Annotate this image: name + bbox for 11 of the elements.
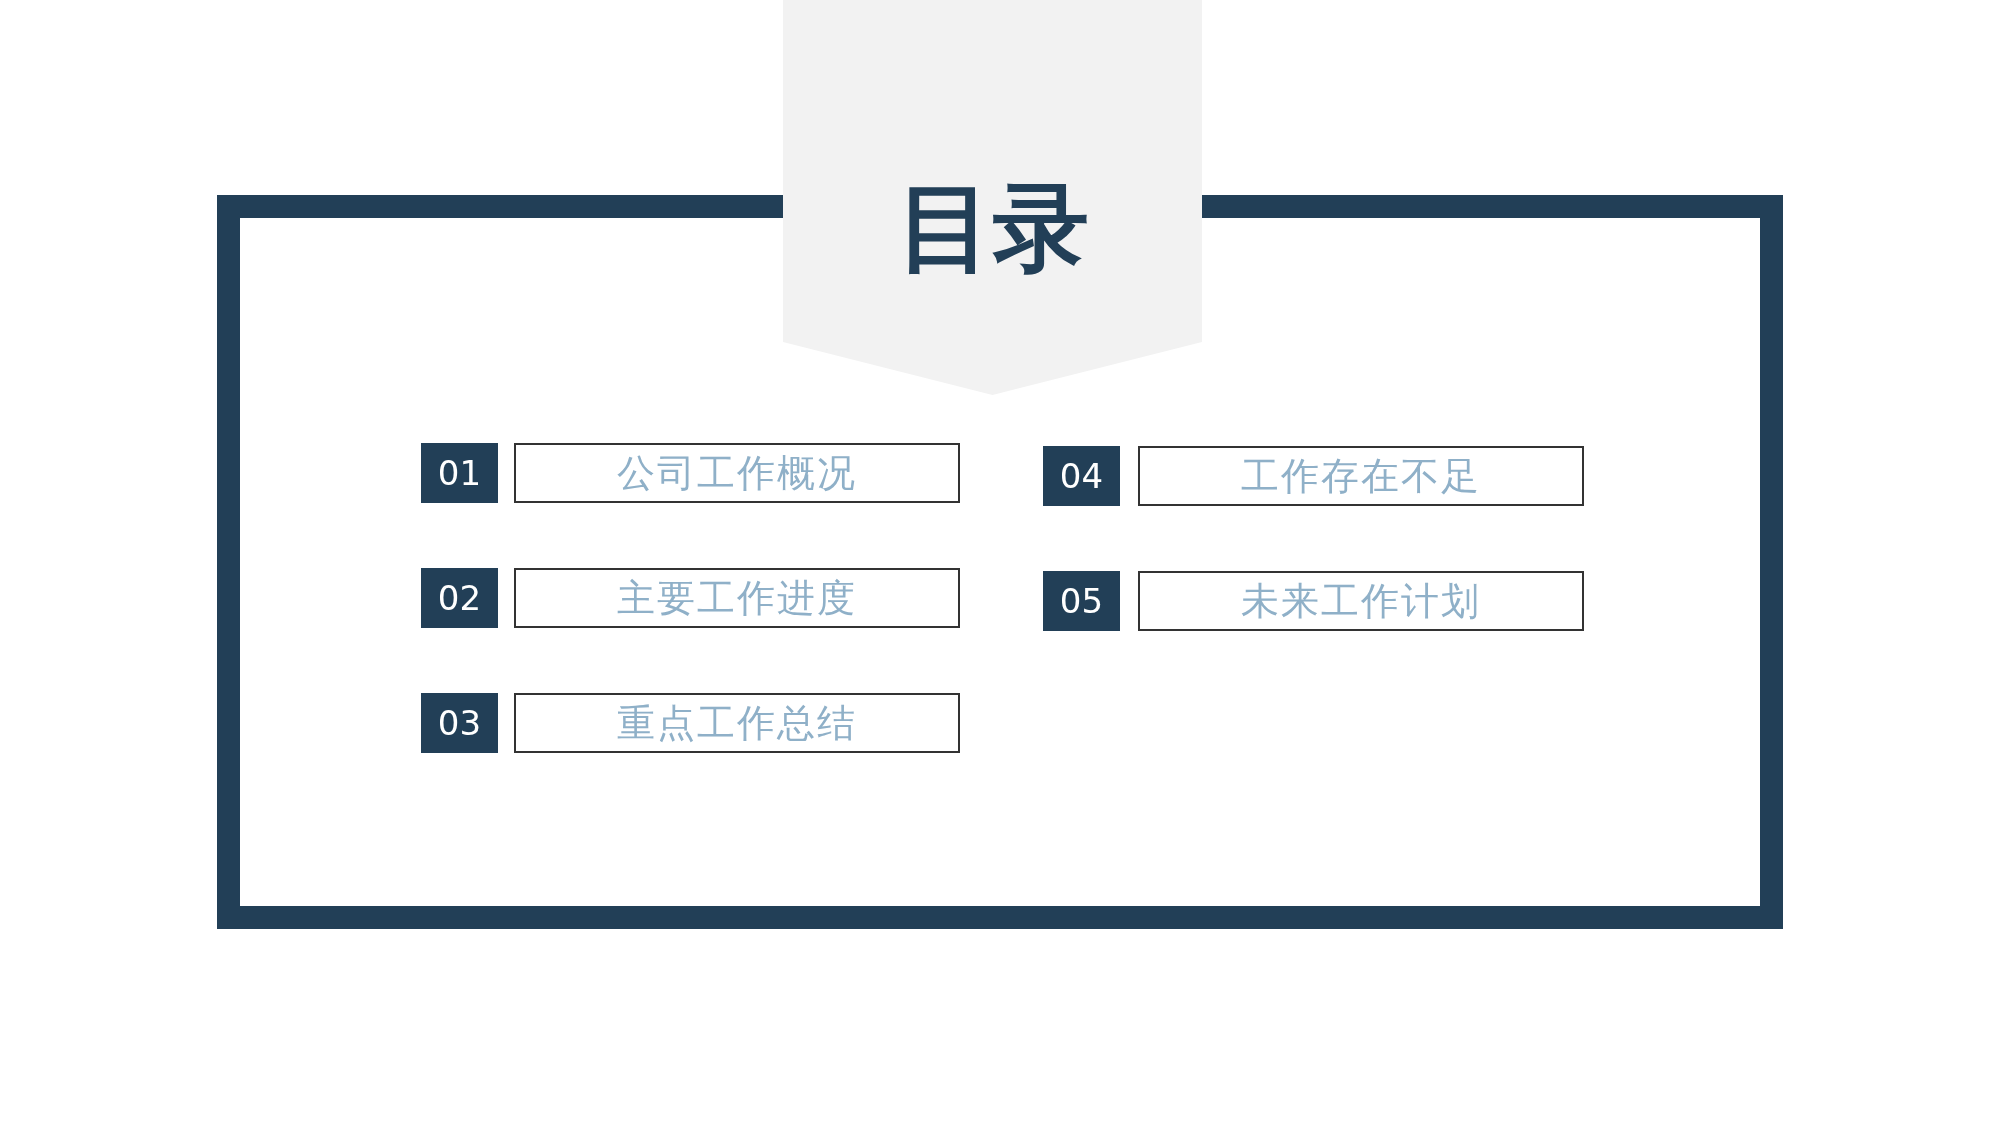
section-number: 05 <box>1043 571 1120 631</box>
section-title: 工作存在不足 <box>1138 446 1584 506</box>
section-number: 04 <box>1043 446 1120 506</box>
section-number: 02 <box>421 568 498 628</box>
section-title: 重点工作总结 <box>514 693 960 753</box>
section-title: 未来工作计划 <box>1138 571 1584 631</box>
section-title: 公司工作概况 <box>514 443 960 503</box>
title: 目录 <box>895 180 1090 276</box>
section-number: 01 <box>421 443 498 503</box>
section-title: 主要工作进度 <box>514 568 960 628</box>
section-number: 03 <box>421 693 498 753</box>
